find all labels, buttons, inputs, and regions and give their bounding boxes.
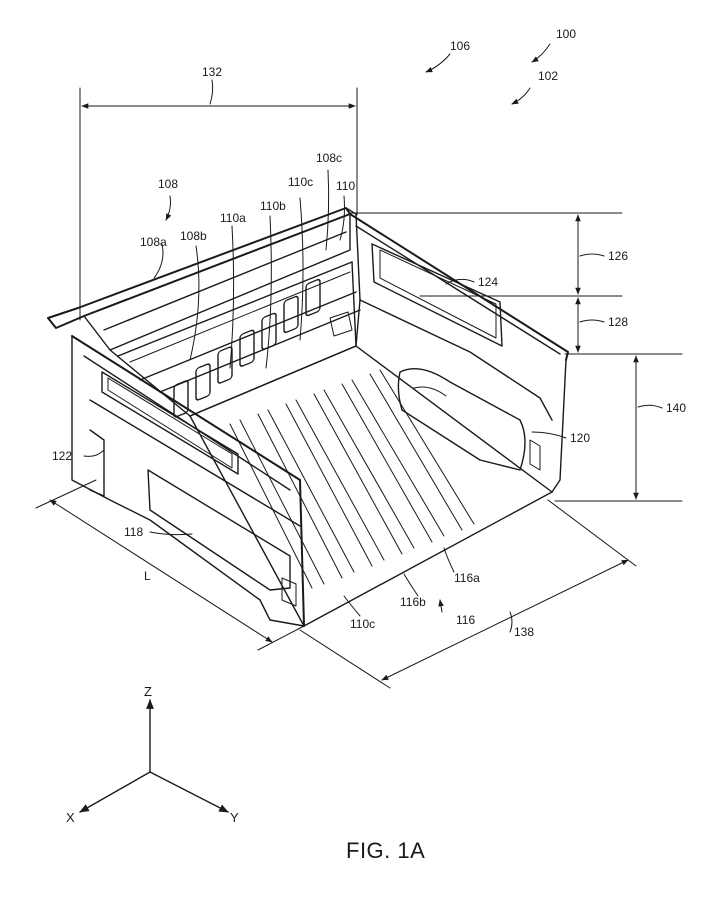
- floor-ribs: [230, 370, 474, 588]
- label-110b: 110b: [260, 199, 286, 213]
- label-120: 120: [570, 431, 590, 445]
- axis-x-label: X: [66, 810, 75, 825]
- label-140: 140: [666, 401, 686, 415]
- label-110: 110: [336, 179, 355, 193]
- front-wall-ribs: [174, 279, 320, 418]
- label-108b: 108b: [180, 229, 207, 243]
- axis-z-label: Z: [144, 684, 152, 699]
- label-110a: 110a: [220, 211, 246, 225]
- reference-labels: 100 102 106 132 108 108a 108b 108c 110 1…: [52, 27, 686, 639]
- label-116: 116: [456, 613, 475, 627]
- dimension-bottom: [36, 480, 636, 688]
- label-128: 128: [608, 315, 628, 329]
- axis-y-label: Y: [230, 810, 239, 825]
- label-102: 102: [538, 69, 558, 83]
- label-110c-bottom: 110c: [350, 617, 375, 631]
- label-116a: 116a: [454, 571, 480, 585]
- coordinate-axes: Z X Y: [66, 684, 239, 825]
- label-116b: 116b: [400, 595, 426, 609]
- label-122: 122: [52, 449, 72, 463]
- label-132: 132: [202, 65, 222, 79]
- truck-bed: [48, 208, 568, 626]
- label-126: 126: [608, 249, 628, 263]
- figure-caption: FIG. 1A: [346, 838, 425, 863]
- label-138: 138: [514, 625, 534, 639]
- label-118: 118: [124, 525, 143, 539]
- label-106: 106: [450, 39, 470, 53]
- label-124: 124: [478, 275, 498, 289]
- label-108a: 108a: [140, 235, 167, 249]
- label-110c-top: 110c: [288, 175, 313, 189]
- label-100: 100: [556, 27, 576, 41]
- label-108: 108: [158, 177, 178, 191]
- label-108c: 108c: [316, 151, 342, 165]
- label-L: L: [144, 569, 151, 583]
